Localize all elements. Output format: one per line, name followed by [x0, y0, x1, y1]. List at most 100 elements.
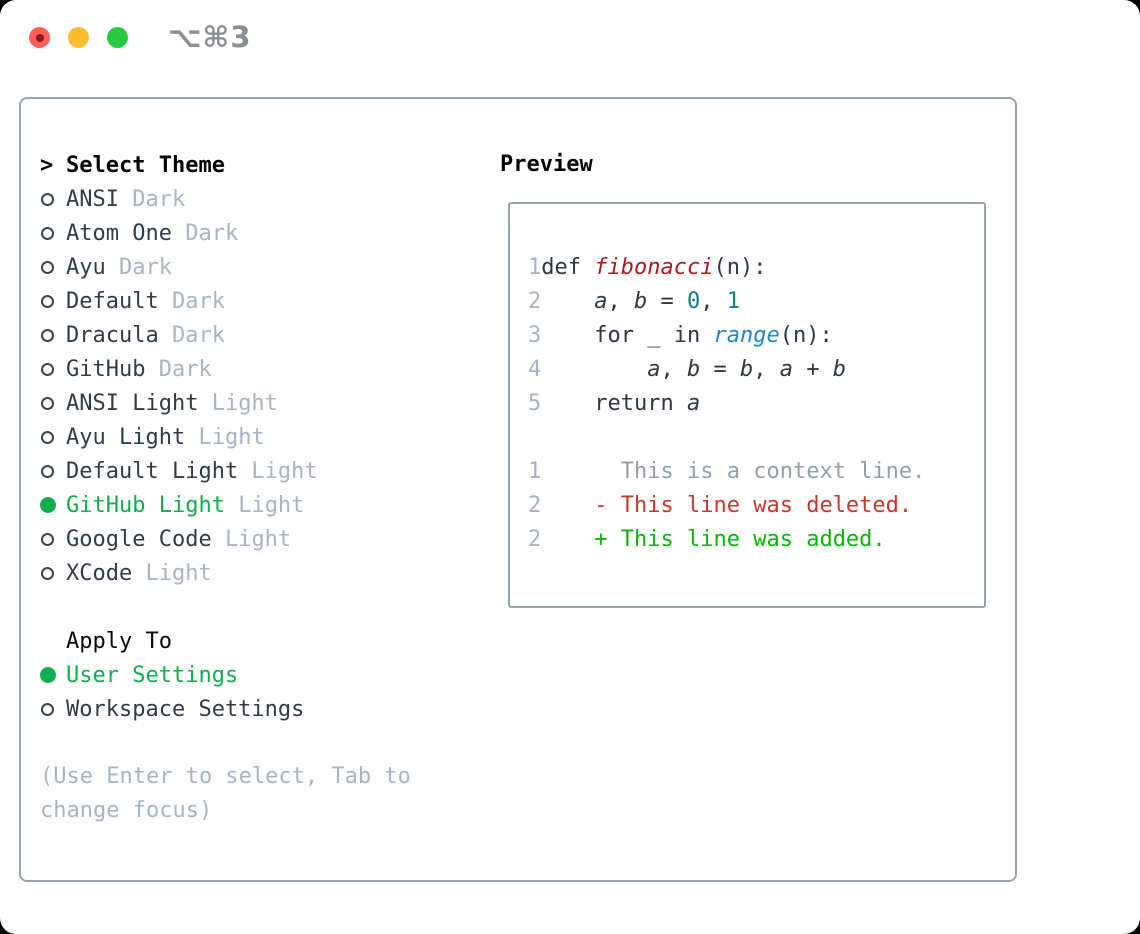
theme-option-github[interactable]: GitHub Dark — [40, 352, 318, 386]
code-token-code: , — [607, 289, 635, 314]
spacer-row — [40, 590, 318, 624]
theme-name: Default — [66, 288, 159, 314]
preview-line: 2 a, b = 0, 1 — [528, 285, 984, 319]
radio-gutter — [40, 702, 66, 716]
code-token-code: def — [541, 255, 595, 280]
radio-gutter — [40, 464, 66, 478]
preview-line: 2 + This line was added. — [528, 523, 984, 557]
theme-name: Ayu — [66, 254, 106, 280]
selection-cursor-icon: > — [40, 152, 54, 178]
radio-unselected-icon — [41, 328, 54, 342]
theme-name: ANSI Light — [66, 390, 199, 416]
theme-variant: Light — [198, 390, 278, 416]
theme-list-header-row: > Select Theme — [40, 148, 318, 182]
code-token-code: (n): — [713, 255, 767, 280]
code-token-code: = — [647, 289, 688, 314]
minimize-button[interactable] — [68, 27, 89, 48]
code-token-code: , — [660, 357, 688, 382]
theme-option-github-light[interactable]: GitHub Light Light — [40, 488, 318, 522]
radio-gutter — [40, 192, 66, 206]
code-token-num: 0 — [687, 289, 701, 314]
theme-option-ayu[interactable]: Ayu Dark — [40, 250, 318, 284]
line-number: 2 — [528, 493, 542, 518]
preview-line: 5 return a — [528, 387, 984, 421]
radio-unselected-icon — [41, 396, 54, 410]
close-button[interactable] — [29, 27, 50, 48]
radio-selected-icon — [40, 497, 56, 513]
code-token-var: b — [687, 357, 701, 382]
radio-selected-icon — [40, 667, 56, 683]
radio-gutter — [40, 328, 66, 342]
code-token-code: , — [753, 357, 780, 382]
theme-option-atom-one[interactable]: Atom One Dark — [40, 216, 318, 250]
theme-variant: Light — [224, 492, 305, 518]
theme-option-ansi[interactable]: ANSI Dark — [40, 182, 318, 216]
zoom-button[interactable] — [107, 27, 128, 48]
code-token-var: a — [779, 357, 794, 382]
code-token-code: + — [793, 357, 833, 382]
radio-unselected-icon — [41, 566, 54, 580]
apply-option-label: User Settings — [66, 662, 239, 688]
theme-variant: Dark — [158, 322, 225, 348]
apply-option-user-settings[interactable]: User Settings — [40, 658, 318, 692]
preview-line — [528, 421, 984, 455]
radio-unselected-icon — [41, 362, 54, 376]
hint-text: (Use Enter to select, Tab to change focu… — [40, 764, 411, 823]
theme-option-ayu-light[interactable]: Ayu Light Light — [40, 420, 318, 454]
code-token-added: + This line was added. — [541, 527, 886, 552]
theme-name: Default Light — [66, 458, 239, 484]
theme-option-default[interactable]: Default Dark — [40, 284, 318, 318]
theme-variant: Dark — [118, 186, 186, 212]
preview-line: 2 - This line was deleted. — [528, 489, 984, 523]
titlebar: ⌥⌘3 — [0, 0, 1140, 75]
code-token-code: for _ in — [541, 323, 714, 348]
theme-option-google-code[interactable]: Google Code Light — [40, 522, 318, 556]
line-number: 3 — [528, 323, 542, 348]
theme-option-xcode[interactable]: XCode Light — [40, 556, 318, 590]
theme-variant: Dark — [158, 288, 225, 314]
preview-line: 1 This is a context line. — [528, 455, 984, 489]
preview-line: 1def fibonacci(n): — [528, 251, 984, 285]
line-number: 2 — [528, 289, 542, 314]
code-token-var: a — [687, 391, 701, 416]
theme-name: ANSI — [66, 186, 119, 212]
theme-option-default-light[interactable]: Default Light Light — [40, 454, 318, 488]
theme-name: Google Code — [66, 526, 212, 552]
code-token-var: b — [740, 357, 754, 382]
line-number: 1 — [528, 459, 542, 484]
theme-variant: Light — [238, 458, 318, 484]
code-token-var: b — [832, 357, 847, 382]
theme-variant: Dark — [105, 254, 172, 280]
radio-gutter — [40, 226, 66, 240]
theme-name: GitHub — [66, 356, 146, 382]
code-token-deleted: - This line was deleted. — [541, 493, 913, 518]
apply-option-workspace-settings[interactable]: Workspace Settings — [40, 692, 318, 726]
apply-option-label: Workspace Settings — [66, 696, 305, 722]
apply-to-header-row: Apply To — [40, 624, 318, 658]
preview-line: 3 for _ in range(n): — [528, 319, 984, 353]
code-token-var: a — [594, 289, 608, 314]
code-token-code: (n): — [779, 323, 833, 348]
preview-line: 4 a, b = b, a + b — [528, 353, 984, 387]
code-token-num: 1 — [726, 289, 741, 314]
radio-gutter — [40, 362, 66, 376]
apply-to-title: Apply To — [66, 628, 172, 654]
theme-name: Atom One — [66, 220, 172, 246]
theme-option-ansi-light[interactable]: ANSI Light Light — [40, 386, 318, 420]
code-token-context: This is a context line. — [541, 459, 926, 484]
radio-gutter — [40, 667, 66, 683]
theme-option-dracula[interactable]: Dracula Dark — [40, 318, 318, 352]
code-token-code — [541, 289, 594, 314]
radio-unselected-icon — [41, 192, 54, 206]
radio-unselected-icon — [41, 260, 54, 274]
preview-header: Preview — [500, 152, 593, 177]
theme-variant: Dark — [171, 220, 239, 246]
radio-gutter — [40, 294, 66, 308]
theme-list-title: Select Theme — [66, 152, 225, 178]
radio-unselected-icon — [41, 226, 54, 240]
line-number: 1 — [528, 255, 542, 280]
